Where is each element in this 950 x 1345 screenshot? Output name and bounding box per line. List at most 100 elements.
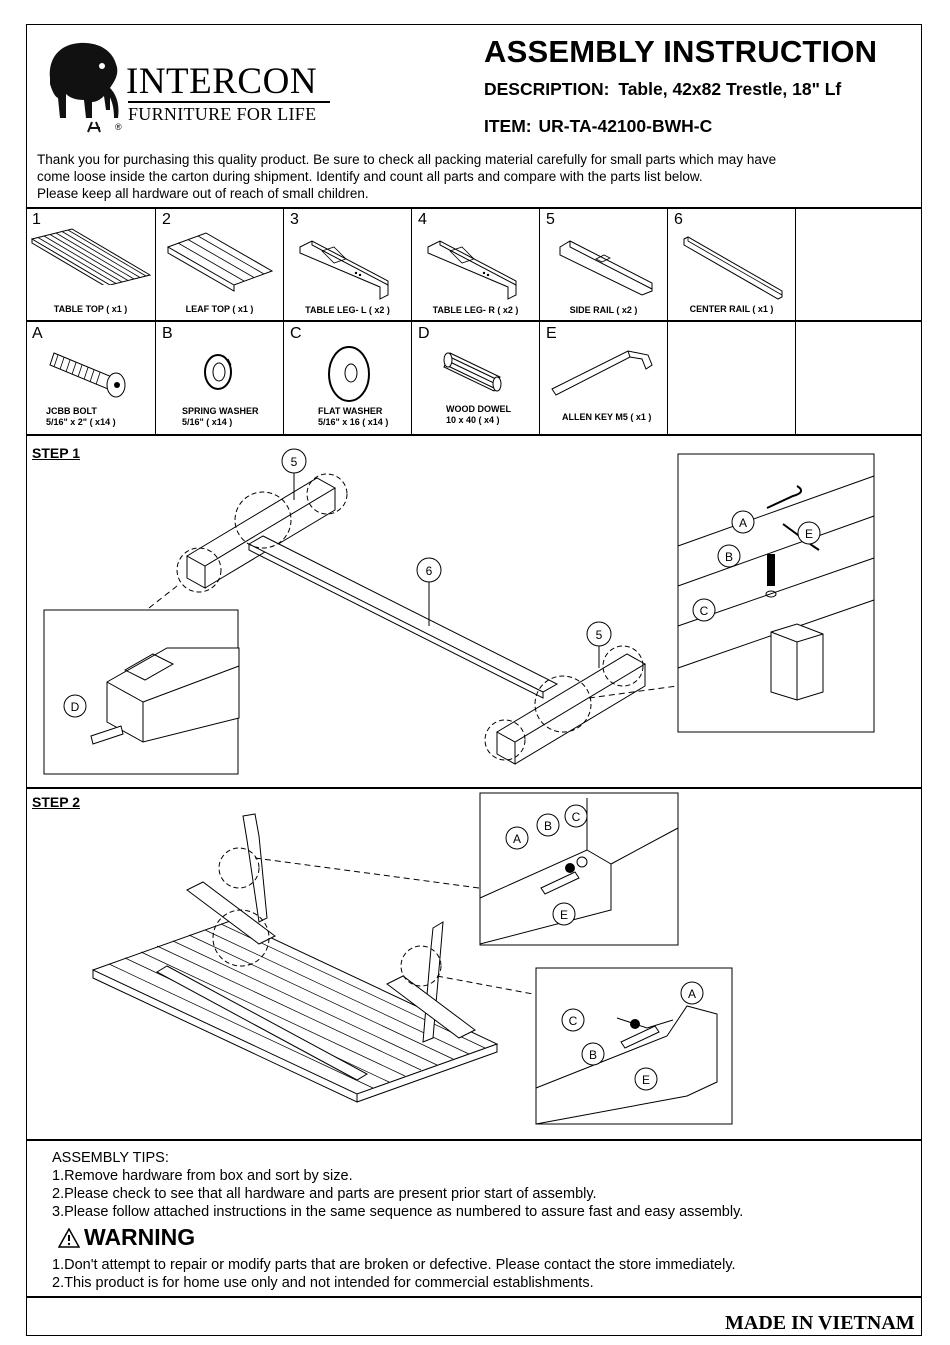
assembly-tips: ASSEMBLY TIPS: 1.Remove hardware from bo… [52,1149,912,1221]
part-label: TABLE LEG- R ( x2 ) [432,305,519,315]
callout-spring-washer: B [544,819,552,833]
intro-line: Thank you for purchasing this quality pr… [37,152,777,167]
callout-bolt: A [513,832,521,846]
center-rail-icon [683,236,783,300]
part-number: 3 [290,211,299,228]
hardware-cell: E ALLEN KEY M5 ( x1 ) [540,321,668,435]
callout-allen-key: E [642,1073,650,1087]
callout-flat-washer: C [700,604,709,618]
callout-side-rail: 5 [291,455,298,469]
callout-side-rail: 5 [596,628,603,642]
hardware-name: SPRING WASHER [182,406,259,416]
tip-item: 3.Please follow attached instructions in… [52,1204,744,1220]
part-number: 6 [674,211,683,228]
callout-dowel: D [71,700,80,714]
item-number: UR-TA-42100-BWH-C [538,116,713,136]
brand-divider [128,101,330,103]
callout-allen-key: E [805,527,813,541]
callout-allen-key: E [560,908,568,922]
hardware-spec: 5/16" x 2" ( x14 ) [46,417,116,427]
wood-dowel-icon [443,352,502,392]
intro-text: Thank you for purchasing this quality pr… [37,151,917,202]
step-1-diagram: 5 6 5 D A B C E [43,448,875,775]
callout-center-rail: 6 [426,564,433,578]
item-label: ITEM: [484,116,532,136]
part-number: 2 [162,211,171,228]
hardware-letter: D [418,325,430,342]
part-cell: 4 TABLE LEG- R ( x2 ) [412,207,540,321]
warning-list: 1.Don't attempt to repair or modify part… [52,1256,912,1292]
step-2-diagram: A B C E C B A E [91,792,733,1125]
hardware-name: ALLEN KEY M5 ( x1 ) [562,412,652,422]
part-cell: 6 CENTER RAIL ( x1 ) [668,207,796,321]
allen-key-icon [551,350,653,396]
description-value: Table, 42x82 Trestle, 18" Lf [618,79,842,99]
part-cell: 3 TABLE LEG- L ( x2 ) [284,207,412,321]
divider [26,1296,922,1298]
hardware-cell: B SPRING WASHER 5/16" ( x14 ) [156,321,284,435]
part-label: TABLE LEG- L ( x2 ) [305,305,390,315]
page-title: ASSEMBLY INSTRUCTION [484,34,878,69]
warning-icon [58,1228,80,1248]
hardware-spec: 5/16" x 16 ( x14 ) [318,417,389,427]
part-number: 1 [32,211,41,228]
leaf-top-icon [166,232,274,292]
part-number: 5 [546,211,555,228]
intro-line: Please keep all hardware out of reach of… [37,186,369,201]
hardware-cell: D WOOD DOWEL 10 x 40 ( x4 ) [412,321,540,435]
callout-spring-washer: B [725,550,733,564]
step-2-heading: STEP 2 [32,794,80,810]
hardware-letter: E [546,325,557,342]
registered-mark: ® [115,122,122,132]
part-label: CENTER RAIL ( x1 ) [689,304,774,314]
hardware-letter: A [32,325,43,342]
hardware-name: WOOD DOWEL [446,404,511,414]
part-cell: 1 TABLE TOP ( x1 ) [26,207,156,321]
divider [26,207,922,209]
callout-bolt: A [739,516,747,530]
hardware-cell: A JCBB BOLT 5/16" x 2" ( x14 ) [26,321,156,435]
divider [26,1139,922,1141]
divider [26,787,922,789]
side-rail-icon [559,240,653,296]
warning-item: 1.Don't attempt to repair or modify part… [52,1257,736,1273]
part-cell: 5 SIDE RAIL ( x2 ) [540,207,668,321]
description-label: DESCRIPTION: [484,79,610,99]
divider [26,434,922,436]
intro-line: come loose inside the carton during ship… [37,169,703,184]
hardware-spec: 5/16" ( x14 ) [182,417,233,427]
parts-grid: 1 TABLE TOP ( x1 ) 2 LEAF TOP ( x1 ) 3 [26,207,922,436]
tip-item: 1.Remove hardware from box and sort by s… [52,1168,353,1184]
step-1-heading: STEP 1 [32,445,80,461]
warning-item: 2.This product is for home use only and … [52,1275,594,1291]
brand-tagline: FURNITURE FOR LIFE [128,104,317,124]
table-leg-icon [299,240,389,300]
flat-washer-icon [328,346,370,402]
callout-spring-washer: B [589,1048,597,1062]
empty-cell [668,321,796,435]
tips-heading: ASSEMBLY TIPS: [52,1150,169,1166]
part-cell: 2 LEAF TOP ( x1 ) [156,207,284,321]
page-frame [26,24,922,1336]
divider [26,320,922,322]
hardware-letter: C [290,325,302,342]
brand-name: INTERCON [126,61,318,102]
part-label: SIDE RAIL ( x2 ) [569,305,638,315]
callout-flat-washer: C [572,810,581,824]
hardware-name: JCBB BOLT [46,406,97,416]
hardware-name: FLAT WASHER [318,406,383,416]
spring-washer-icon [204,354,232,390]
tip-item: 2.Please check to see that all hardware … [52,1186,597,1202]
callout-bolt: A [688,987,696,1001]
made-in-label: MADE IN VIETNAM [725,1312,915,1334]
table-leg-icon [427,240,517,300]
elephant-logo-icon [49,42,119,133]
hardware-letter: B [162,325,173,342]
part-label: TABLE TOP ( x1 ) [53,304,128,314]
bolt-icon [49,352,126,398]
hardware-cell: C FLAT WASHER 5/16" x 16 ( x14 ) [284,321,412,435]
part-label: LEAF TOP ( x1 ) [185,304,254,314]
warning-heading: WARNING [84,1224,196,1250]
table-top-icon [30,228,152,285]
part-number: 4 [418,211,427,228]
